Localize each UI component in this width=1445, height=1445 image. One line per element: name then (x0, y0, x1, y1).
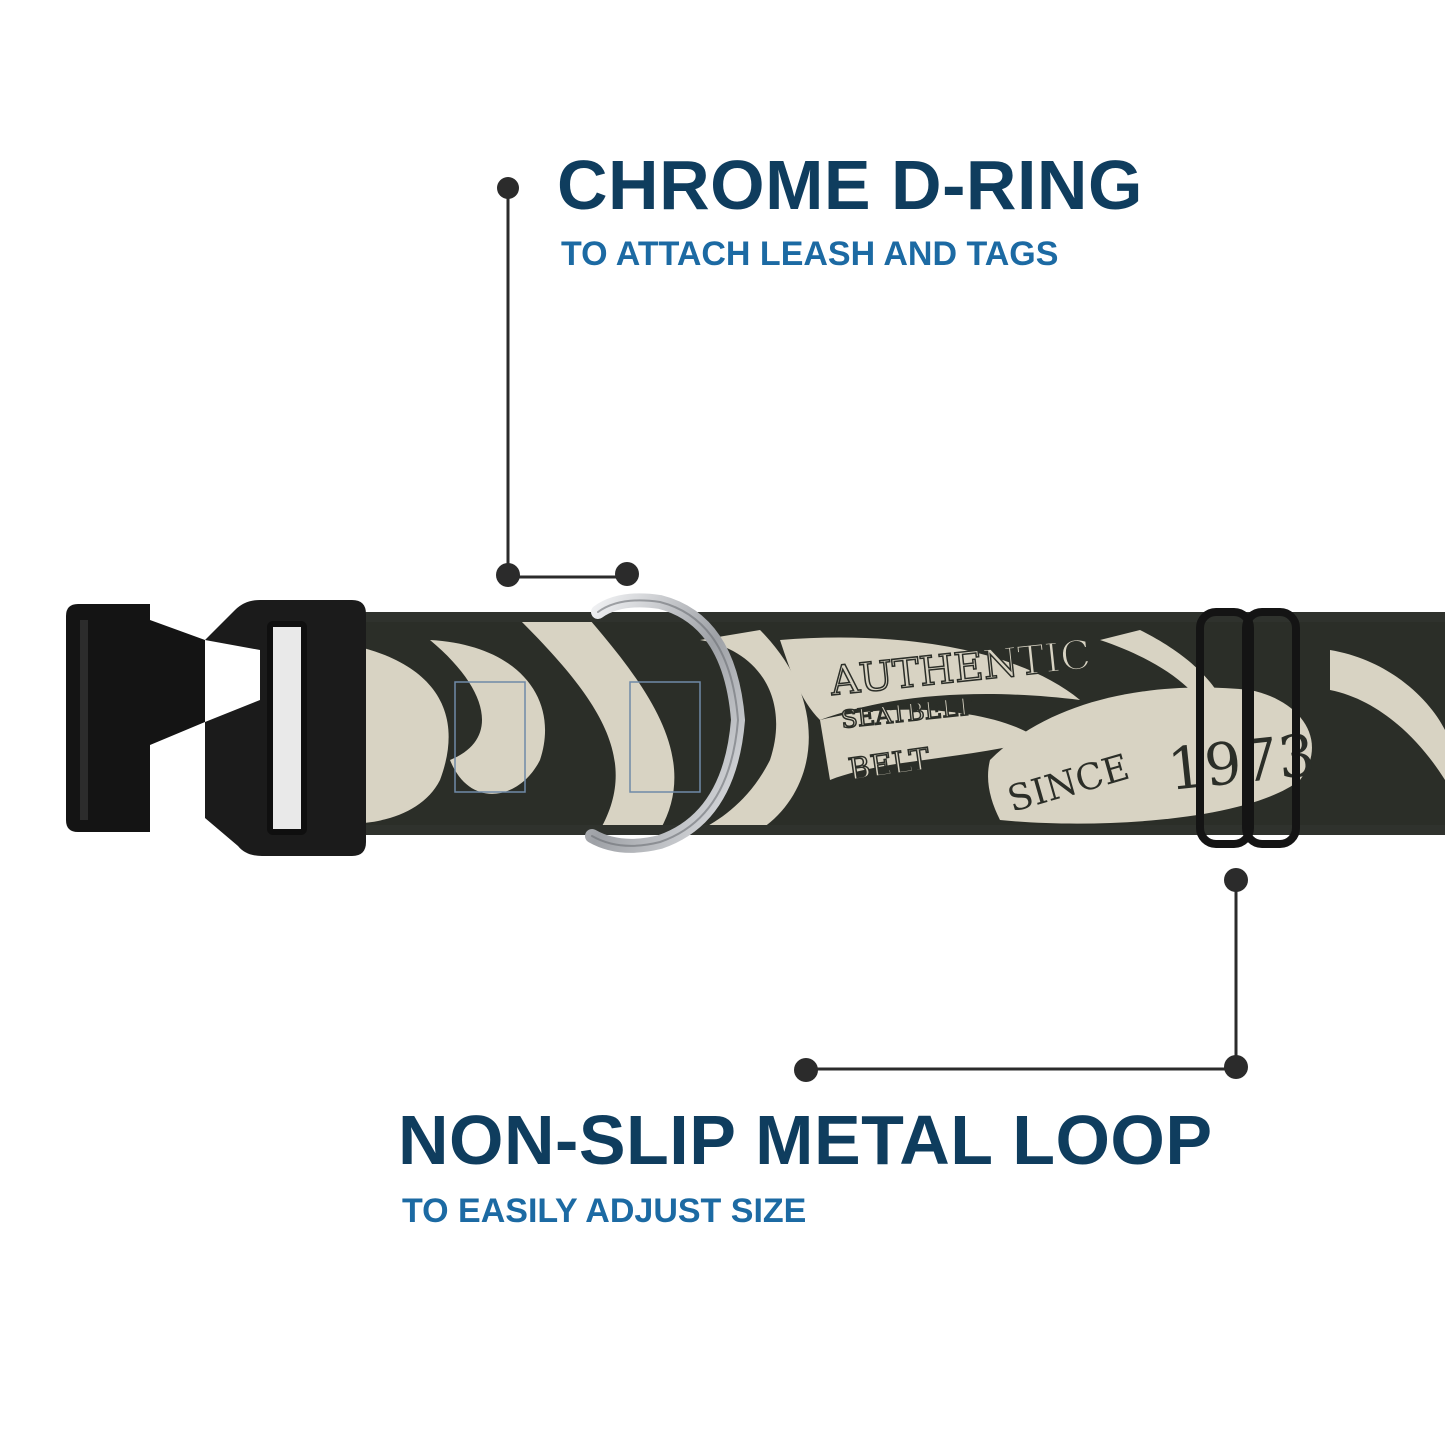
leader-dot (1224, 1055, 1248, 1079)
metal-loop (1196, 608, 1300, 848)
d-ring-callout-title: CHROME D-RING (557, 146, 1143, 224)
d-ring (585, 593, 746, 853)
leader-dot (496, 563, 520, 587)
d-ring-callout-subtitle: TO ATTACH LEASH AND TAGS (561, 235, 1059, 273)
d-ring-leader-line (496, 177, 639, 587)
metal-loop-callout-subtitle: TO EASILY ADJUST SIZE (402, 1192, 807, 1230)
leader-dot (615, 562, 639, 586)
metal-loop-leader-line (794, 868, 1248, 1082)
leader-dot (1224, 868, 1248, 892)
leader-dot (497, 177, 519, 199)
leader-dot (794, 1058, 818, 1082)
collar-webbing (300, 612, 1445, 835)
metal-loop-callout-title: NON-SLIP METAL LOOP (398, 1101, 1213, 1179)
buckle (66, 600, 366, 856)
